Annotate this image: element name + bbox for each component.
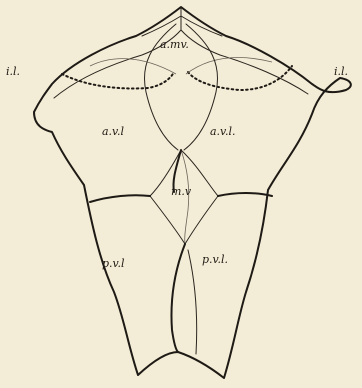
label-avl-left: a.v.l	[102, 126, 124, 137]
label-il-right: i.l.	[334, 66, 348, 77]
label-pvl-right: p.v.l.	[202, 254, 228, 265]
dotted-suture-right	[188, 66, 292, 90]
label-avl-right: a.v.l.	[210, 126, 235, 137]
central-suture-secondary	[188, 250, 197, 354]
shell-outline	[34, 7, 351, 378]
central-suture	[172, 244, 185, 352]
wing-inner-right	[181, 30, 308, 94]
label-pvl-left: p.v.l	[102, 258, 124, 269]
apical-ridge-left	[142, 16, 181, 36]
faint-arc-left	[90, 59, 176, 74]
faint-arc-right	[186, 58, 272, 74]
apical-ridge-right	[181, 16, 222, 36]
label-il-left: i.l.	[6, 66, 20, 77]
transverse-suture-left	[90, 195, 150, 202]
dotted-suture-left	[62, 72, 174, 88]
label-mv: m.v	[171, 186, 191, 197]
label-amv: a.mv.	[160, 39, 189, 50]
transverse-suture-right	[218, 193, 272, 196]
